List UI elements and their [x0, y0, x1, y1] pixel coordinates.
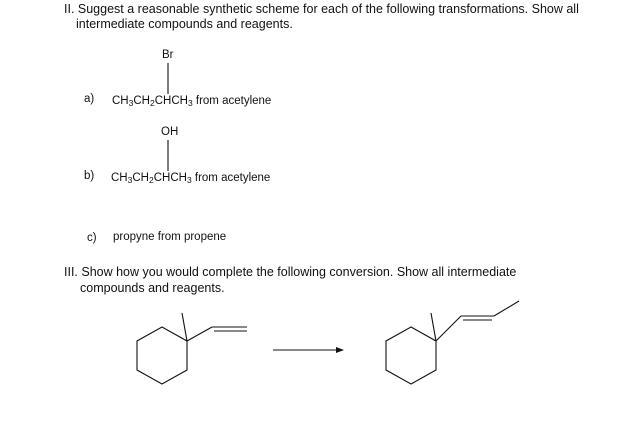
section-2-heading-line-1: II. Suggest a reasonable synthetic schem… — [64, 2, 579, 16]
product-propenyl-bond — [435, 315, 462, 342]
product-cyclohexane-ring — [385, 326, 437, 385]
part-b-label: b) — [84, 170, 95, 182]
hydroxyl-substituent: OH — [161, 126, 179, 138]
section-2-heading-line-2: intermediate compounds and reagents. — [76, 17, 293, 31]
part-c-label: c) — [87, 232, 97, 244]
reactant-methyl-bond — [181, 312, 188, 342]
reactant-vinyl-bond — [186, 326, 213, 342]
part-a-formula: CH3CH2CHCH3 from acetylene — [112, 95, 272, 108]
section-3-heading-line-1: III. Show how you would complete the fol… — [64, 265, 517, 279]
part-a-label: a) — [84, 93, 95, 105]
product-terminal-methyl-bond — [493, 300, 520, 317]
part-c-text: propyne from propene — [113, 231, 227, 243]
part-b-formula: CH3CH2CHCH3 from acetylene — [111, 172, 271, 185]
bromine-substituent: Br — [162, 49, 174, 61]
product-methyl-bond — [430, 312, 437, 342]
reactant-cyclohexane-ring — [136, 326, 188, 385]
section-3-heading-line-2: compounds and reagents. — [80, 281, 225, 295]
